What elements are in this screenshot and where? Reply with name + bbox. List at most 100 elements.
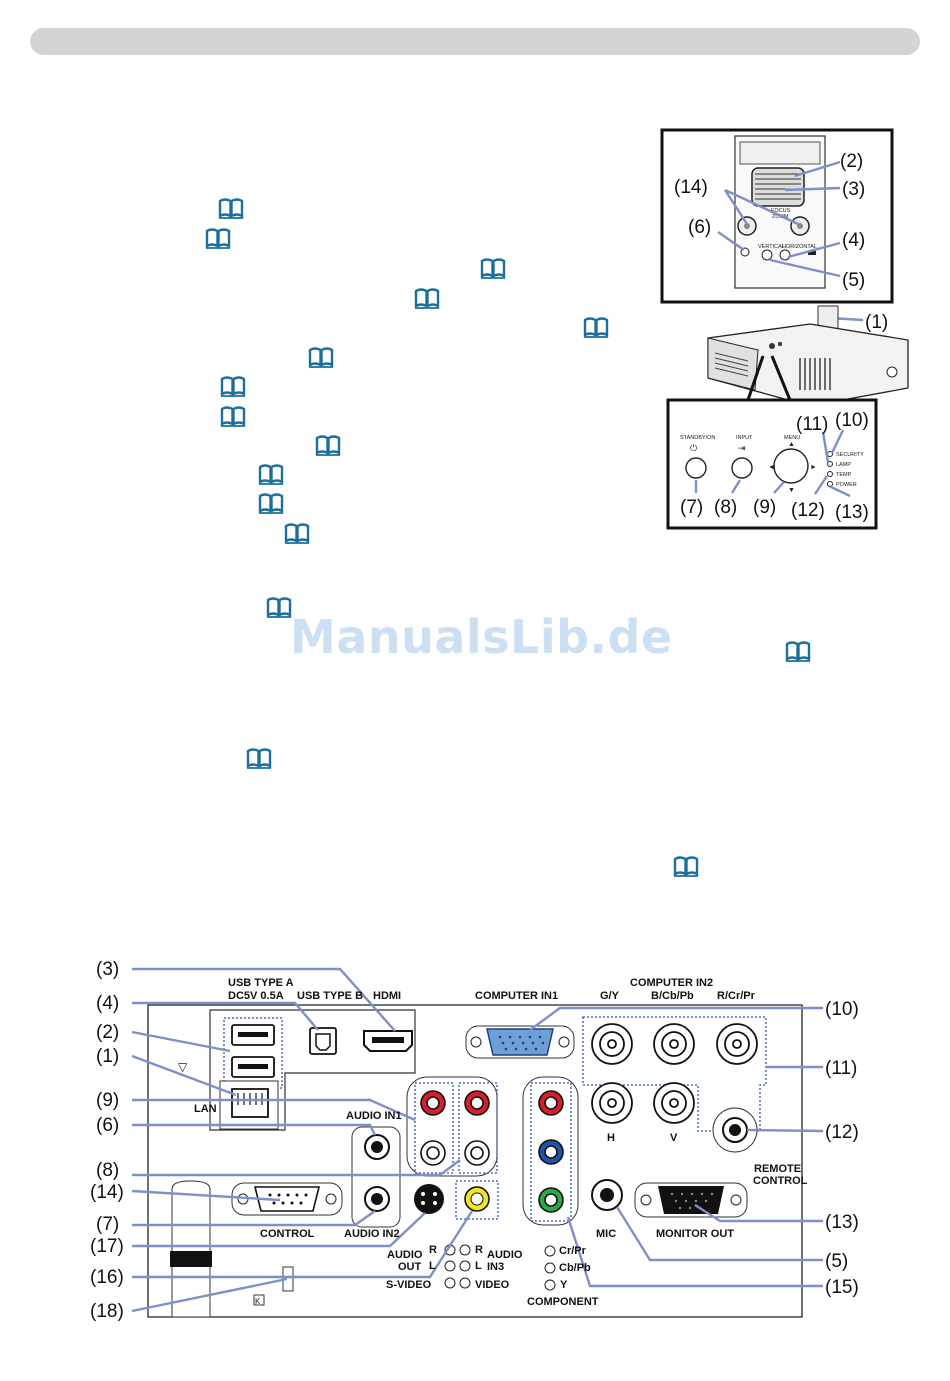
book-reference-icon xyxy=(220,375,246,397)
standby-label: STANDBY/ON xyxy=(680,435,715,441)
svg-text:►: ► xyxy=(810,464,817,471)
callout-6: (6) xyxy=(688,217,711,238)
svg-text:K: K xyxy=(255,1297,261,1306)
label-l-right: L xyxy=(475,1260,482,1272)
label-l-left: L xyxy=(429,1260,436,1272)
menu-button xyxy=(773,448,809,484)
label-audio-in1: AUDIO IN1 xyxy=(346,1110,402,1122)
label-r-left: R xyxy=(429,1244,437,1256)
label-h: H xyxy=(607,1132,615,1144)
book-reference-icon xyxy=(218,197,244,219)
callout-9: (9) xyxy=(96,1090,119,1111)
callout-14: (14) xyxy=(674,177,708,198)
callout-12: (12) xyxy=(791,500,825,521)
zoom-ring xyxy=(751,167,805,207)
book-reference-icon xyxy=(414,287,440,309)
menu-label: MENU xyxy=(784,435,800,441)
callout-13: (13) xyxy=(835,502,869,523)
book-reference-icon xyxy=(583,316,609,338)
callout-2: (2) xyxy=(840,151,863,172)
label-r-right: R xyxy=(475,1244,483,1256)
label-remote-control: CONTROL xyxy=(753,1175,808,1187)
callout-10: (10) xyxy=(835,410,869,431)
label-cr-pr: Cr/Pr xyxy=(559,1245,587,1257)
control-port xyxy=(253,1186,321,1212)
indicator-lights: SECURITY LAMP TEMP POWER xyxy=(827,451,864,488)
book-reference-icon xyxy=(673,855,699,877)
callout-10: (10) xyxy=(825,999,859,1020)
monitor-out-port xyxy=(658,1186,724,1214)
callout-5: (5) xyxy=(842,270,865,291)
lens-adjustment-closeup: FOCUS ZOOM VERTICAL HORIZONTAL xyxy=(734,135,826,289)
label-y: Y xyxy=(560,1279,568,1291)
label-audio-in3-2: IN3 xyxy=(487,1261,504,1273)
label-component: COMPONENT xyxy=(527,1296,599,1308)
label-hdmi: HDMI xyxy=(373,990,401,1002)
book-reference-icon xyxy=(266,596,292,618)
callout-4: (4) xyxy=(842,230,865,251)
callout-11: (11) xyxy=(825,1058,857,1079)
callout-8: (8) xyxy=(714,497,737,518)
control-panel-diagram: FOCUS ZOOM VERTICAL HORIZONTAL (2) (3) (… xyxy=(660,128,909,530)
label-usb-type-a: USB TYPE A xyxy=(228,977,294,989)
callout-17: (17) xyxy=(90,1236,124,1257)
svg-text:◄: ◄ xyxy=(768,464,775,471)
label-gy: G/Y xyxy=(600,990,620,1002)
label-computer-in2: COMPUTER IN2 xyxy=(630,977,713,989)
callout-7: (7) xyxy=(680,497,703,518)
callout-13: (13) xyxy=(825,1212,859,1233)
book-reference-icon xyxy=(284,522,310,544)
book-reference-icon xyxy=(785,640,811,662)
computer-in2-bnc-ports xyxy=(591,1023,758,1124)
label-usb-rating: DC5V 0.5A xyxy=(228,990,284,1002)
projector-body xyxy=(707,305,909,407)
callout-4: (4) xyxy=(96,993,119,1014)
label-audio-out: AUDIO xyxy=(387,1249,423,1261)
svg-text:FOCUS: FOCUS xyxy=(771,208,791,214)
input-symbol-icon: ⇥ xyxy=(738,443,746,453)
callout-6: (6) xyxy=(96,1115,119,1136)
book-reference-icon xyxy=(205,227,231,249)
power-symbol-icon: ⏻ xyxy=(690,443,697,453)
label-monitor-out: MONITOR OUT xyxy=(656,1228,734,1240)
callout-3: (3) xyxy=(842,179,865,200)
label-video: VIDEO xyxy=(475,1279,510,1291)
callout-14: (14) xyxy=(90,1182,124,1203)
label-lan: LAN xyxy=(194,1103,217,1115)
indicator-lamp: LAMP xyxy=(836,462,851,468)
callout-15: (15) xyxy=(825,1277,859,1298)
callout-12: (12) xyxy=(825,1122,859,1143)
indicator-security: SECURITY xyxy=(836,452,864,458)
book-reference-icon xyxy=(258,463,284,485)
label-usb-type-b: USB TYPE B xyxy=(297,990,363,1002)
book-reference-icon xyxy=(315,434,341,456)
callout-11: (11) xyxy=(796,414,828,435)
standby-button xyxy=(685,457,707,479)
label-remote: REMOTE xyxy=(754,1163,801,1175)
label-bcbpb: B/Cb/Pb xyxy=(651,990,694,1002)
svg-text:HORIZONTAL: HORIZONTAL xyxy=(782,244,817,250)
callout-3: (3) xyxy=(96,959,119,980)
callout-7: (7) xyxy=(96,1214,119,1235)
book-reference-icon xyxy=(220,405,246,427)
callout-1: (1) xyxy=(96,1046,119,1067)
callout-1: (1) xyxy=(865,312,888,333)
svg-text:▲: ▲ xyxy=(788,441,795,448)
callout-8: (8) xyxy=(96,1160,119,1181)
label-v: V xyxy=(670,1132,678,1144)
s-video-port xyxy=(414,1184,444,1214)
callout-9: (9) xyxy=(753,497,776,518)
watermark: ManualsLib.de xyxy=(290,610,673,664)
indicator-power: POWER xyxy=(836,482,857,488)
label-s-video: S-VIDEO xyxy=(386,1279,432,1291)
label-audio-in3: AUDIO xyxy=(487,1249,523,1261)
indicator-temp: TEMP xyxy=(836,472,852,478)
book-reference-icon xyxy=(258,492,284,514)
callout-16: (16) xyxy=(90,1267,124,1288)
input-button xyxy=(731,457,753,479)
input-label: INPUT xyxy=(736,435,753,441)
label-control: CONTROL xyxy=(260,1228,315,1240)
svg-text:▼: ▼ xyxy=(788,487,795,494)
book-reference-icon xyxy=(246,747,272,769)
callout-5: (5) xyxy=(825,1251,848,1272)
